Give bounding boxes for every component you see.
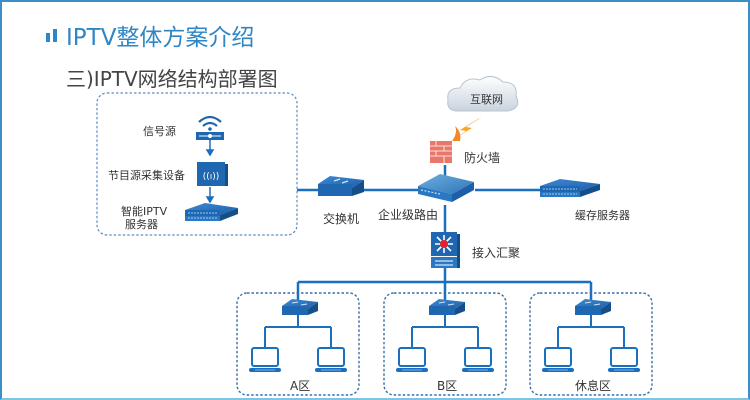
label-internet: 互联网 (470, 93, 503, 106)
zone-box (383, 292, 507, 396)
zone-zone-rest (529, 292, 653, 396)
client-computer-icon (542, 347, 574, 372)
access-switch-icon (429, 299, 465, 315)
zone-links (557, 315, 625, 348)
iptv-server-icon (185, 203, 238, 221)
label-zone-b: B区 (437, 379, 458, 393)
client-computer-icon (315, 347, 347, 372)
layer3-switch-icon (431, 232, 460, 268)
zone-links (264, 315, 332, 348)
client-computer-icon (396, 347, 428, 372)
label-aggregation: 接入汇聚 (472, 246, 521, 260)
zone-box (529, 292, 653, 396)
label-zone-a: A区 (290, 379, 311, 393)
client-computer-icon (608, 347, 640, 372)
cloud-icon (447, 76, 519, 112)
access-switch-icon (282, 299, 318, 315)
client-computer-icon (462, 347, 494, 372)
router-icon (418, 174, 474, 202)
wifi-signal-icon (196, 115, 224, 140)
zone-box (236, 292, 360, 396)
broadcast-device-icon: ((ı)) (197, 162, 228, 186)
arrow-head-icon (205, 196, 215, 204)
zone-links (411, 315, 479, 348)
label-cache-server: 缓存服务器 (575, 209, 630, 222)
slide-header: IPTV整体方案介绍 (46, 18, 254, 52)
firewall-icon (430, 126, 461, 163)
label-router: 企业级路由 (378, 208, 439, 222)
label-firewall: 防火墙 (464, 151, 501, 165)
zone-zone-a (236, 292, 360, 396)
access-switch-icon (575, 299, 611, 315)
switch-icon (318, 176, 364, 196)
slide-title: IPTV整体方案介绍 (66, 25, 255, 51)
lightning-icon (454, 117, 482, 139)
client-computer-icon (249, 347, 281, 372)
label-capture-device: 节目源采集设备 (108, 169, 185, 182)
label-iptv-server-line1: 智能IPTV (121, 205, 168, 218)
label-signal-source: 信号源 (143, 125, 176, 138)
label-zone-rest: 休息区 (575, 379, 612, 393)
zone-zone-b (383, 292, 507, 396)
arrow-head-icon (205, 149, 215, 157)
source-group-box (96, 92, 298, 236)
title-bars-icon (46, 28, 57, 42)
label-iptv-server-line2: 服务器 (125, 218, 158, 231)
label-switch: 交换机 (323, 212, 360, 226)
slide-subtitle: 三)IPTV网络结构部署图 (66, 67, 278, 91)
cache-server-icon (540, 179, 600, 197)
svg-text:((ı)): ((ı)) (203, 172, 220, 182)
